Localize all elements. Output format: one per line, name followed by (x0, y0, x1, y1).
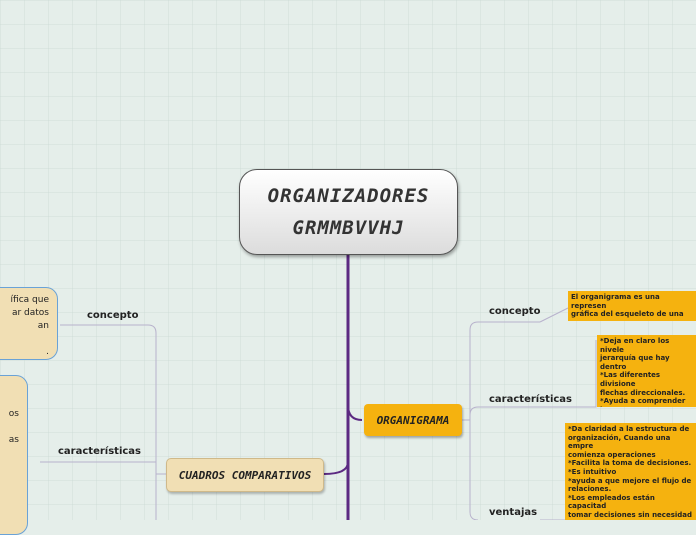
org-caracteristicas-label[interactable]: características (489, 394, 572, 405)
cuadros-concepto-label[interactable]: concepto (87, 310, 139, 321)
root-node[interactable]: ORGANIZADORES GRMMBVVHJ (239, 169, 458, 255)
cuadros-comparativos-label: CUADROS COMPARATIVOS (178, 468, 312, 482)
root-title: ORGANIZADORES GRMMBVVHJ (267, 185, 430, 239)
organigrama-label: ORGANIGRAMA (376, 413, 450, 427)
link-org-ventajas (469, 420, 479, 520)
org-concepto-label[interactable]: concepto (489, 306, 541, 317)
link-org-concepto (462, 321, 540, 421)
link-cuadros-concepto (60, 324, 166, 475)
org-ventajas-note: *Da claridad a la estructura de organiza… (565, 423, 696, 520)
org-ventajas-label[interactable]: ventajas (489, 507, 538, 518)
cuadros-caracteristicas-label[interactable]: características (58, 446, 141, 457)
link-org-concepto-note (539, 307, 569, 323)
organigrama-node[interactable]: ORGANIGRAMA (364, 404, 462, 436)
link-org-caracteristicas (469, 340, 597, 420)
org-concepto-note: El organigrama es una represen gráfica d… (568, 291, 696, 321)
org-caracteristicas-note: *Deja en claro los nivele jerarquía que … (597, 335, 696, 407)
cuadros-caracteristicas-note: os as (0, 375, 28, 535)
cuadros-concepto-note: ífica que ar datos an . (0, 287, 58, 360)
cuadros-comparativos-node[interactable]: CUADROS COMPARATIVOS (166, 458, 324, 492)
link-organigrama (347, 404, 363, 421)
link-cuadros (323, 461, 349, 475)
connector-lines (40, 255, 597, 520)
